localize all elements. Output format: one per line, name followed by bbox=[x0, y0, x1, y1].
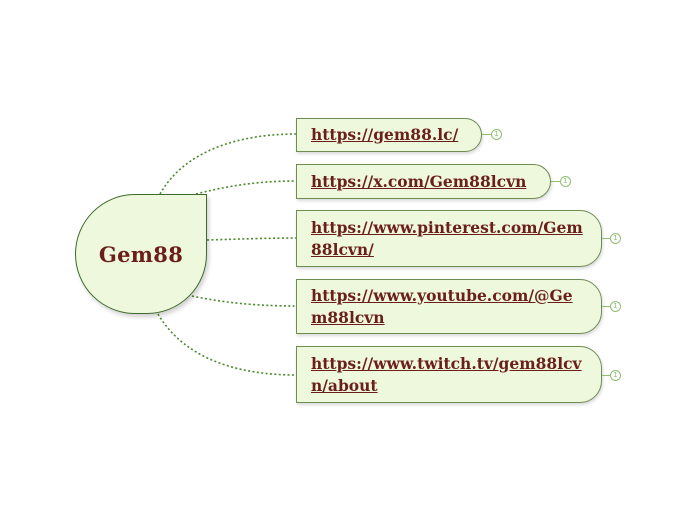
collapse-stub-2 bbox=[551, 181, 560, 182]
topic-link-2[interactable]: https://x.com/Gem88lcvn bbox=[311, 171, 527, 191]
collapse-stub-4 bbox=[602, 306, 610, 307]
connector-topic-1 bbox=[159, 133, 297, 195]
topic-link-1[interactable]: https://gem88.lc/ bbox=[311, 125, 459, 144]
collapse-badge-5[interactable]: 1 bbox=[610, 370, 621, 381]
topic-node-4[interactable]: https://www.youtube.com/@Gem88lcvn bbox=[296, 279, 602, 334]
collapse-stub-1 bbox=[482, 134, 491, 135]
collapse-badge-4[interactable]: 1 bbox=[610, 301, 621, 312]
connector-topic-4 bbox=[191, 295, 297, 307]
collapse-stub-5 bbox=[602, 375, 610, 376]
central-topic[interactable]: Gem88 bbox=[75, 194, 207, 314]
collapse-badge-3[interactable]: 1 bbox=[610, 233, 621, 244]
connector-topic-5 bbox=[157, 313, 297, 376]
collapse-badge-2[interactable]: 1 bbox=[560, 176, 571, 187]
topic-link-3[interactable]: https://www.pinterest.com/Gem88lcvn/ bbox=[311, 217, 583, 259]
topic-node-2[interactable]: https://x.com/Gem88lcvn bbox=[296, 164, 551, 199]
topic-node-3[interactable]: https://www.pinterest.com/Gem88lcvn/ bbox=[296, 210, 602, 267]
topic-node-1[interactable]: https://gem88.lc/ bbox=[296, 118, 482, 152]
connector-topic-2 bbox=[195, 180, 297, 195]
topic-node-5[interactable]: https://www.twitch.tv/gem88lcvn/about bbox=[296, 346, 602, 403]
topic-link-4[interactable]: https://www.youtube.com/@Gem88lcvn bbox=[311, 285, 573, 327]
central-topic-label: Gem88 bbox=[98, 241, 184, 267]
topic-link-5[interactable]: https://www.twitch.tv/gem88lcvn/about bbox=[311, 353, 582, 395]
collapse-badge-1[interactable]: 1 bbox=[491, 129, 502, 140]
connector-topic-3 bbox=[206, 237, 297, 241]
collapse-stub-3 bbox=[602, 238, 610, 239]
